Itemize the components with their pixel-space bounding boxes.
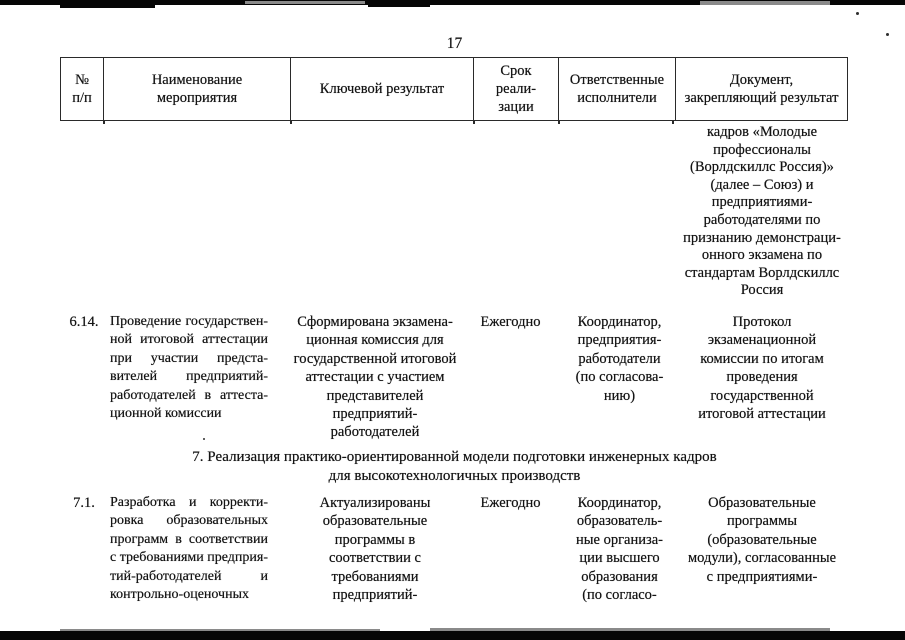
scan-speck bbox=[886, 33, 889, 36]
column-divider-stub bbox=[290, 120, 292, 124]
section-heading: 7. Реализация практико-ориентированной м… bbox=[192, 449, 717, 484]
scan-edge-top-gray bbox=[700, 1, 830, 5]
cell-responsible: Координатор,предприятия-работодатели(по … bbox=[575, 314, 664, 404]
cell-activity-name: Проведение государствен-ной итоговой атт… bbox=[110, 314, 268, 422]
column-divider-stub bbox=[103, 120, 105, 124]
scan-edge-top-patch bbox=[368, 0, 430, 7]
scan-edge-bottom-gray bbox=[430, 628, 830, 631]
scan-edge-top-gray bbox=[245, 1, 365, 4]
column-divider-stub bbox=[558, 120, 560, 124]
cell-activity-name: Разработка и корректи-ровка образователь… bbox=[110, 495, 268, 603]
cell-term: Ежегодно bbox=[480, 314, 541, 330]
column-divider-stub bbox=[473, 120, 475, 124]
cell-row-number: 7.1. bbox=[73, 495, 95, 511]
cell-key-result: Сформирована экзамена-ционная комиссия д… bbox=[293, 314, 457, 441]
column-divider-stub bbox=[672, 120, 674, 124]
header-cell-document: Документ,закрепляющий результат bbox=[684, 72, 839, 106]
scan-edge-top bbox=[0, 0, 905, 5]
scan-speck bbox=[203, 438, 205, 440]
header-cell-result: Ключевой результат bbox=[291, 58, 474, 120]
scan-speck bbox=[856, 12, 859, 15]
cell-responsible: Координатор,образователь-ные организа-ци… bbox=[576, 495, 663, 604]
scan-edge-top-patch bbox=[60, 0, 155, 8]
cell-row-number: 6.14. bbox=[69, 314, 99, 330]
cell-term: Ежегодно bbox=[480, 495, 541, 511]
scan-edge-bottom-gray bbox=[60, 629, 380, 631]
scan-edge-bottom bbox=[0, 631, 905, 640]
page-number: 17 bbox=[446, 35, 463, 52]
